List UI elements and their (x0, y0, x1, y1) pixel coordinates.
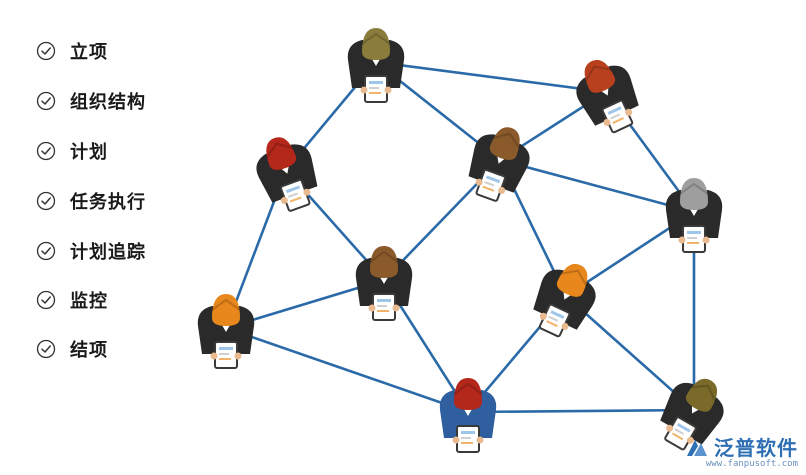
person-right-icon (665, 178, 723, 253)
checklist-item: 监控 (36, 285, 108, 315)
network-link (499, 158, 695, 214)
checklist-item: 结项 (36, 334, 108, 364)
checklist-item-label: 立项 (70, 42, 108, 63)
watermark: 泛普软件 www.fanpusoft.com (684, 432, 798, 469)
check-circle-icon (36, 191, 56, 211)
check-circle-icon (36, 241, 56, 261)
person-center-icon (355, 246, 413, 321)
person-mid-right-icon (533, 263, 596, 338)
person-bottom-icon (439, 378, 497, 453)
person-top-right-icon (576, 59, 639, 134)
person-bottom-right-icon (660, 378, 724, 451)
checklist-item: 任务执行 (36, 186, 146, 216)
network-nodes (197, 28, 724, 453)
brand-url: www.fanpusoft.com (705, 459, 798, 469)
network-link (467, 408, 695, 414)
checklist-item: 立项 (36, 36, 108, 66)
checklist-item-label: 结项 (70, 340, 108, 361)
network-link (375, 60, 607, 94)
checklist-item-label: 计划追踪 (70, 242, 146, 263)
brand-logo-icon (687, 440, 707, 456)
checklist-item: 组织结构 (36, 86, 146, 116)
person-far-left-icon (197, 294, 255, 369)
checklist-item-label: 组织结构 (70, 92, 146, 113)
checklist-item: 计划追踪 (36, 236, 146, 266)
checklist-item-label: 任务执行 (70, 192, 146, 213)
brand-name: 泛普软件 (714, 436, 798, 460)
check-circle-icon (36, 339, 56, 359)
check-circle-icon (36, 91, 56, 111)
network-link (225, 326, 469, 414)
checklist-item: 计划 (36, 136, 108, 166)
person-center-top-icon (468, 127, 530, 202)
check-circle-icon (36, 41, 56, 61)
check-circle-icon (36, 141, 56, 161)
check-circle-icon (36, 290, 56, 310)
checklist-item-label: 计划 (70, 142, 108, 163)
checklist-item-label: 监控 (70, 291, 108, 312)
person-top-icon (347, 28, 405, 103)
person-left-icon (256, 137, 318, 212)
